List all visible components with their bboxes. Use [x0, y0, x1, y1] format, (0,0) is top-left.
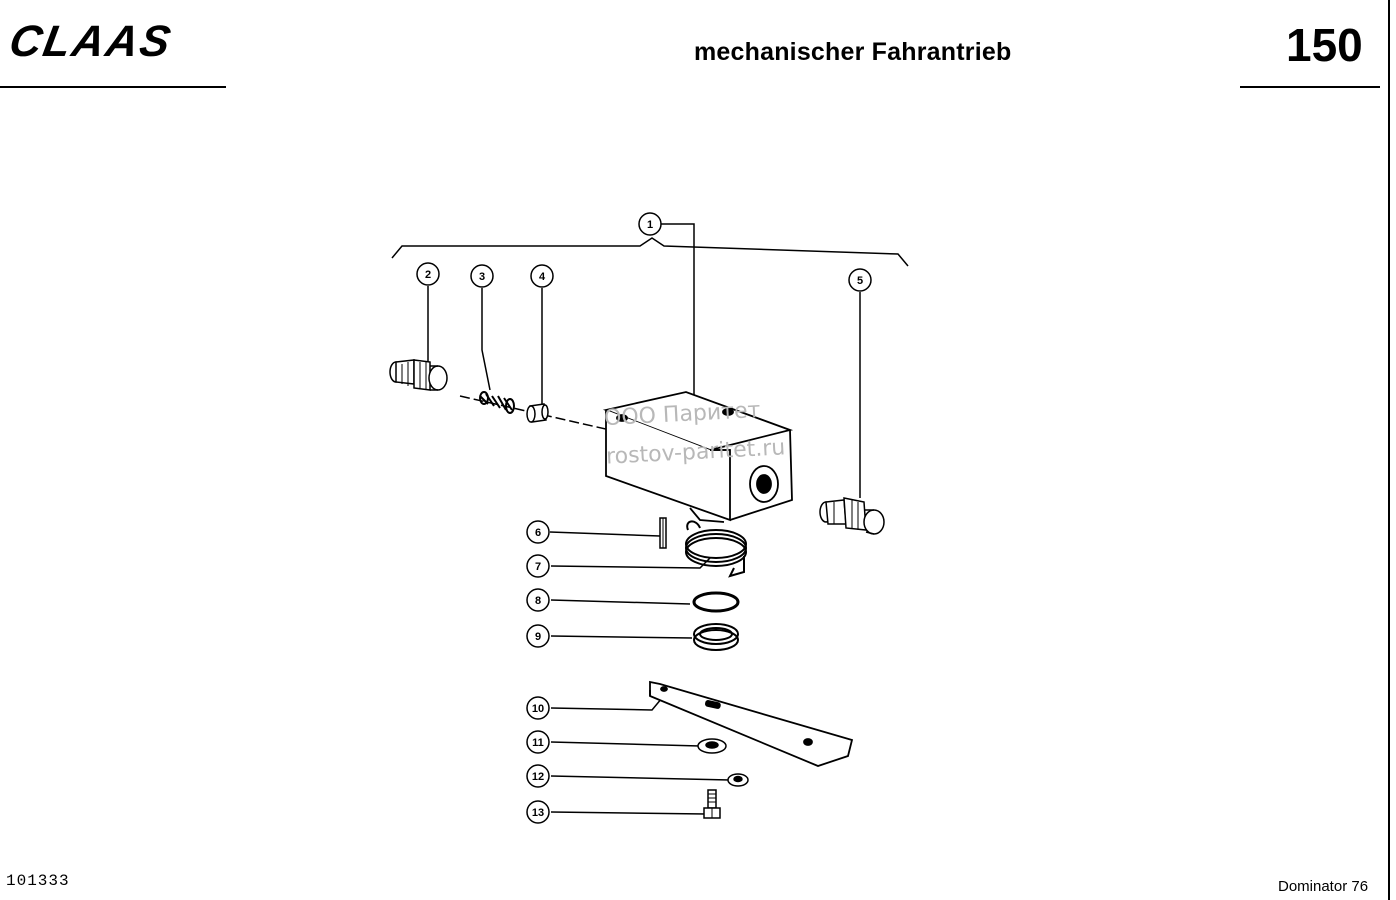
- part-2-fitting: [389, 359, 448, 391]
- part-8-o-ring: [692, 591, 740, 613]
- callout-circle: [470, 264, 494, 288]
- part-13-bolt: [703, 789, 721, 819]
- callout-10: 10: [526, 696, 550, 720]
- callout-circle: [526, 730, 550, 754]
- callout-8: 8: [526, 588, 550, 612]
- part-4-piston: [526, 403, 549, 423]
- callout-circle: [526, 800, 550, 824]
- part-7-torsion-spring: [685, 520, 747, 578]
- leader-9: [550, 635, 693, 639]
- document-id: 101333: [6, 872, 70, 890]
- callout-4: 4: [530, 264, 554, 288]
- part-11-washer: [697, 738, 727, 754]
- assembly-bracket: [391, 237, 909, 267]
- leader-11: [550, 741, 701, 747]
- callout-9: 9: [526, 624, 550, 648]
- leader-3: [481, 288, 491, 391]
- callout-circle: [526, 520, 550, 544]
- callout-number: 11: [532, 737, 544, 749]
- callout-circle: [526, 554, 550, 578]
- callout-circle: [526, 764, 550, 788]
- callout-number: 1: [647, 219, 653, 231]
- part-5-fitting: [819, 497, 885, 535]
- callout-circle: [526, 588, 550, 612]
- callout-2: 2: [416, 262, 440, 286]
- callout-circle: [530, 264, 554, 288]
- callout-11: 11: [526, 730, 550, 754]
- callout-circle: [526, 624, 550, 648]
- part-10-plate: [649, 680, 854, 767]
- callout-12: 12: [526, 764, 550, 788]
- callout-1: 1: [638, 212, 662, 236]
- callout-circle: [416, 262, 440, 286]
- part-3-spring: [479, 391, 515, 414]
- callout-number: 8: [535, 595, 541, 607]
- header-rule-right: [1240, 86, 1380, 88]
- part-12-lock-washer: [727, 773, 749, 787]
- callout-number: 12: [532, 771, 544, 783]
- callout-6: 6: [526, 520, 550, 544]
- callout-3: 3: [470, 264, 494, 288]
- callout-number: 10: [532, 703, 544, 715]
- callout-number: 13: [532, 807, 544, 819]
- leader-1: [660, 223, 695, 396]
- callout-circle: [526, 696, 550, 720]
- part-9-seal-ring: [693, 623, 739, 651]
- callout-7: 7: [526, 554, 550, 578]
- page-number: 150: [1286, 19, 1363, 71]
- part-1-valve-block: [602, 391, 794, 523]
- callout-number: 3: [479, 271, 485, 283]
- page-title: mechanischer Fahrantrieb: [694, 38, 1012, 66]
- callout-circle: [638, 212, 662, 236]
- leader-13: [550, 811, 707, 815]
- callout-13: 13: [526, 800, 550, 824]
- leader-6: [549, 531, 661, 537]
- machine-model: Dominator 76: [1278, 878, 1369, 895]
- leader-10: [550, 697, 663, 711]
- callout-number: 4: [539, 271, 546, 283]
- leader-7: [550, 557, 711, 569]
- leader-8: [550, 599, 691, 605]
- callout-number: 2: [425, 269, 431, 281]
- callout-number: 6: [535, 527, 541, 539]
- callout-5: 5: [848, 268, 872, 292]
- callout-number: 7: [535, 561, 541, 573]
- header-rule-left: [0, 86, 226, 88]
- callout-number: 5: [857, 275, 863, 287]
- leader-12: [550, 775, 731, 781]
- part-6-pin: [659, 517, 667, 549]
- callout-number: 9: [535, 631, 541, 643]
- callout-circle: [848, 268, 872, 292]
- frame-border: [1388, 0, 1390, 900]
